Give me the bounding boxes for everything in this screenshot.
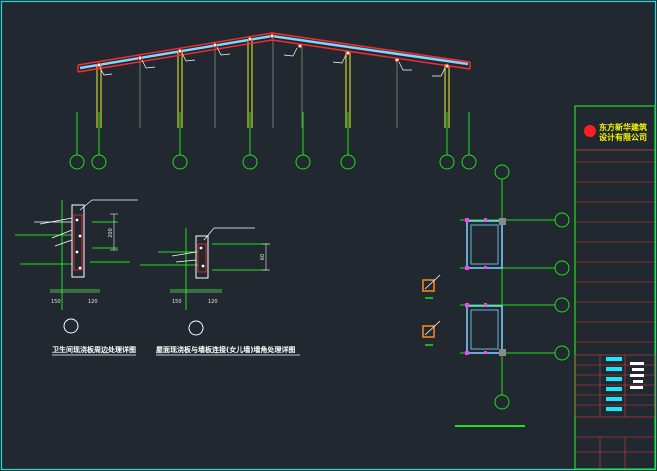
roof-connection-nodes [96, 33, 450, 69]
roof-outline-upper [77, 32, 471, 66]
roof-truss-elevation [69, 32, 477, 170]
detail-2-axis-bubble [188, 320, 204, 336]
detail-2-dim-left: 150 [172, 299, 182, 305]
detail-2-dim-vertical: 60 [260, 254, 266, 260]
roof-brackets [99, 46, 446, 77]
detail-bathroom-slab: 200 150 120 卫生间现浇板周边处理详图 [15, 199, 138, 356]
detail-1-dim-vertical: 200 [108, 228, 114, 238]
column-plan-detail [422, 164, 570, 427]
detail-1-axis-bubble [63, 318, 79, 334]
detail-2-title: 屋面现浇板与墙板连接(女儿墙)墙角处理详图 [156, 345, 295, 354]
company-name-line1: 东方新华建筑 [599, 122, 647, 132]
detail-parapet-slab: 60 150 120 屋面现浇板与墙板连接(女儿墙)墙角处理详图 [140, 227, 300, 356]
section-marker-2 [422, 320, 441, 346]
title-block-signatures [630, 362, 644, 389]
elevation-axis-lines [69, 112, 477, 170]
title-block: 东方新华建筑 设计有限公司 [574, 105, 656, 470]
detail-1-dim-left: 150 [51, 299, 61, 305]
title-block-highlights [606, 357, 622, 411]
detail-1-title: 卫生间现浇板周边处理详图 [52, 345, 136, 354]
elevation-columns [96, 41, 450, 128]
detail-2-dim-right: 120 [208, 299, 218, 305]
company-name-line2: 设计有限公司 [599, 132, 647, 142]
elevation-studs [139, 38, 398, 128]
detail-1-dim-right: 120 [88, 299, 98, 305]
section-marker-1 [422, 274, 441, 299]
company-logo-icon [584, 125, 596, 137]
